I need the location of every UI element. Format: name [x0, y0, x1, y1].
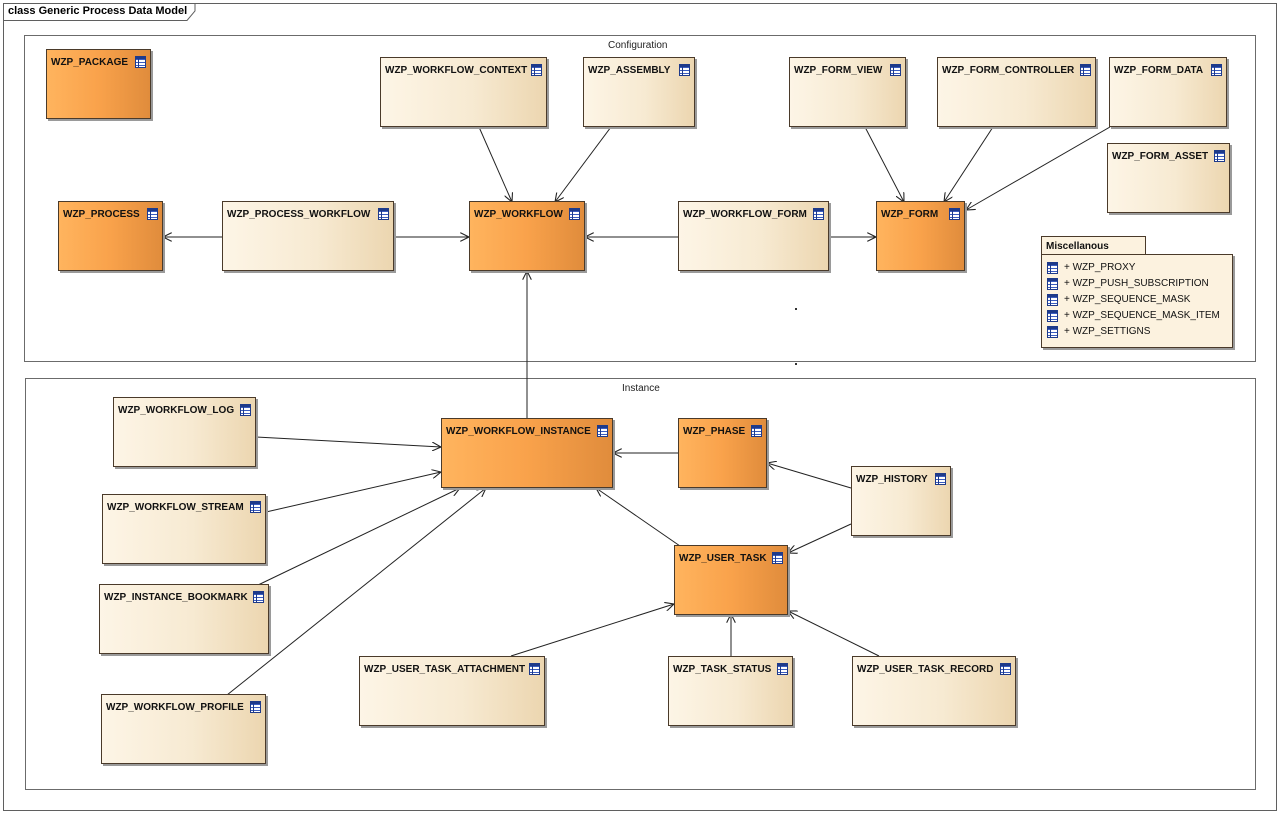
table-icon	[772, 552, 783, 564]
table-icon	[813, 208, 824, 220]
class-wzp-workflow-instance[interactable]: WZP_WORKFLOW_INSTANCE	[441, 418, 613, 488]
class-wzp-form-data[interactable]: WZP_FORM_DATA	[1109, 57, 1227, 127]
table-icon	[679, 64, 690, 76]
diagram-frame	[3, 3, 1277, 811]
table-icon	[751, 425, 762, 437]
class-wzp-task-status[interactable]: WZP_TASK_STATUS	[668, 656, 793, 726]
table-icon	[378, 208, 389, 220]
class-name: WZP_WORKFLOW_PROFILE	[106, 702, 244, 713]
class-wzp-process-workflow[interactable]: WZP_PROCESS_WORKFLOW	[222, 201, 394, 271]
class-name: WZP_USER_TASK_ATTACHMENT	[364, 664, 526, 675]
table-icon	[135, 56, 146, 68]
class-name: WZP_WORKFLOW_STREAM	[107, 502, 244, 513]
class-wzp-form-view[interactable]: WZP_FORM_VIEW	[789, 57, 906, 127]
class-name: WZP_FORM	[881, 209, 939, 220]
configuration-package-label: Configuration	[608, 40, 668, 51]
class-name: WZP_PROCESS	[63, 209, 140, 220]
class-name: WZP_USER_TASK	[679, 553, 767, 564]
miscellaneous-title: Miscellanous	[1046, 241, 1109, 252]
class-wzp-instance-bookmark[interactable]: WZP_INSTANCE_BOOKMARK	[99, 584, 269, 654]
table-icon	[569, 208, 580, 220]
class-wzp-user-task-record[interactable]: WZP_USER_TASK_RECORD	[852, 656, 1016, 726]
table-icon	[1047, 278, 1058, 290]
class-wzp-form-controller[interactable]: WZP_FORM_CONTROLLER	[937, 57, 1096, 127]
class-name: WZP_WORKFLOW	[474, 209, 563, 220]
table-icon	[949, 208, 960, 220]
class-name: WZP_PROCESS_WORKFLOW	[227, 209, 371, 220]
class-name: WZP_ASSEMBLY	[588, 65, 671, 76]
table-icon	[240, 404, 251, 416]
table-icon	[1047, 294, 1058, 306]
class-wzp-package[interactable]: WZP_PACKAGE	[46, 49, 151, 119]
class-name: WZP_INSTANCE_BOOKMARK	[104, 592, 248, 603]
class-wzp-workflow-profile[interactable]: WZP_WORKFLOW_PROFILE	[101, 694, 266, 764]
class-wzp-workflow-log[interactable]: WZP_WORKFLOW_LOG	[113, 397, 256, 467]
table-icon	[147, 208, 158, 220]
table-icon	[1047, 310, 1058, 322]
diagram-frame-tab	[3, 3, 196, 21]
misc-item-label: + WZP_PROXY	[1064, 262, 1136, 273]
misc-item-label: + WZP_SEQUENCE_MASK	[1064, 294, 1191, 305]
misc-item-label: + WZP_SEQUENCE_MASK_ITEM	[1064, 310, 1220, 321]
table-icon	[250, 701, 261, 713]
class-name: WZP_HISTORY	[856, 474, 928, 485]
instance-package-label: Instance	[622, 383, 660, 394]
class-name: WZP_USER_TASK_RECORD	[857, 664, 994, 675]
table-icon	[597, 425, 608, 437]
marker-dot	[795, 363, 797, 365]
table-icon	[1214, 150, 1225, 162]
class-name: WZP_FORM_CONTROLLER	[942, 65, 1075, 76]
class-wzp-workflow[interactable]: WZP_WORKFLOW	[469, 201, 585, 271]
class-wzp-phase[interactable]: WZP_PHASE	[678, 418, 767, 488]
table-icon	[253, 591, 264, 603]
class-wzp-form[interactable]: WZP_FORM	[876, 201, 965, 271]
table-icon	[890, 64, 901, 76]
table-icon	[250, 501, 261, 513]
misc-item-label: + WZP_SETTIGNS	[1064, 326, 1151, 337]
class-wzp-workflow-context[interactable]: WZP_WORKFLOW_CONTEXT	[380, 57, 547, 127]
class-name: WZP_PHASE	[683, 426, 746, 437]
table-icon	[1080, 64, 1091, 76]
class-name: WZP_TASK_STATUS	[673, 664, 772, 675]
diagram-title: class Generic Process Data Model	[8, 5, 188, 17]
table-icon	[1211, 64, 1222, 76]
table-icon	[935, 473, 946, 485]
class-wzp-process[interactable]: WZP_PROCESS	[58, 201, 163, 271]
class-name: WZP_PACKAGE	[51, 57, 129, 68]
class-name: WZP_FORM_VIEW	[794, 65, 883, 76]
table-icon	[531, 64, 542, 76]
class-wzp-form-asset[interactable]: WZP_FORM_ASSET	[1107, 143, 1230, 213]
class-wzp-workflow-stream[interactable]: WZP_WORKFLOW_STREAM	[102, 494, 266, 564]
marker-dot	[795, 308, 797, 310]
class-wzp-workflow-form[interactable]: WZP_WORKFLOW_FORM	[678, 201, 829, 271]
class-name: WZP_FORM_DATA	[1114, 65, 1204, 76]
class-name: WZP_WORKFLOW_INSTANCE	[446, 426, 591, 437]
table-icon	[1047, 262, 1058, 274]
class-name: WZP_WORKFLOW_FORM	[683, 209, 807, 220]
class-wzp-user-task-attachment[interactable]: WZP_USER_TASK_ATTACHMENT	[359, 656, 545, 726]
table-icon	[777, 663, 788, 675]
class-name: WZP_WORKFLOW_LOG	[118, 405, 235, 416]
miscellaneous-tab: Miscellanous	[1041, 236, 1146, 255]
table-icon	[1047, 326, 1058, 338]
class-wzp-assembly[interactable]: WZP_ASSEMBLY	[583, 57, 695, 127]
miscellaneous-package: + WZP_PROXY + WZP_PUSH_SUBSCRIPTION + WZ…	[1041, 254, 1233, 348]
class-name: WZP_FORM_ASSET	[1112, 151, 1209, 162]
class-name: WZP_WORKFLOW_CONTEXT	[385, 65, 528, 76]
table-icon	[529, 663, 540, 675]
class-wzp-history[interactable]: WZP_HISTORY	[851, 466, 951, 536]
table-icon	[1000, 663, 1011, 675]
misc-item-label: + WZP_PUSH_SUBSCRIPTION	[1064, 278, 1209, 289]
class-wzp-user-task[interactable]: WZP_USER_TASK	[674, 545, 788, 615]
